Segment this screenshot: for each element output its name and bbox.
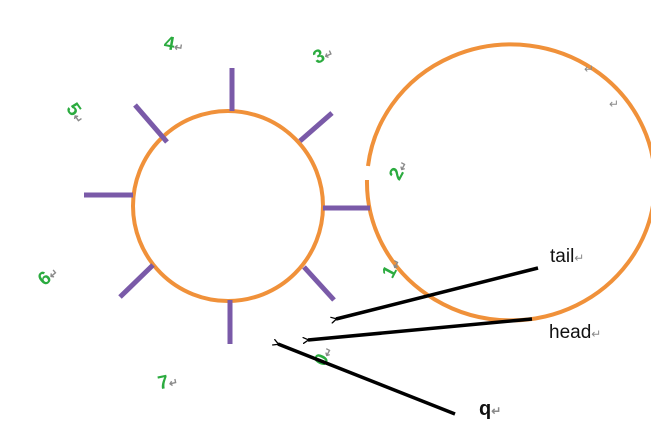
slot-label-3: 3↵ [310,41,337,68]
slot-label-4: 4↵ [162,33,185,57]
slot-label-7: 7↵ [156,370,180,395]
paragraph-mark: ↵ [584,62,594,76]
pointer-label-q: q↵ [479,398,501,420]
slot-label-6: 6↵ [34,262,63,291]
slot-label-5: 5↵ [62,99,91,127]
inner-ring [131,109,325,303]
slot-label-2: 2↵ [385,156,413,183]
head-arrow [308,317,533,340]
slot-dividers [84,68,370,344]
outer-ring [364,42,651,323]
pointer-label-head: head↵ [549,322,601,343]
slot-divider [302,265,336,302]
slot-divider [133,103,169,144]
q-arrow [278,344,456,416]
pointer-arrows [278,266,539,416]
slot-index-labels: 0↵ 1↵ 2↵ 3↵ 4↵ 5↵ 6↵ 7↵ [34,33,413,395]
tail-arrow [336,266,539,319]
slot-divider [118,263,155,299]
paragraph-mark: ↵ [609,97,619,111]
slot-divider [298,111,334,143]
pointer-label-tail: tail↵ [550,246,584,267]
